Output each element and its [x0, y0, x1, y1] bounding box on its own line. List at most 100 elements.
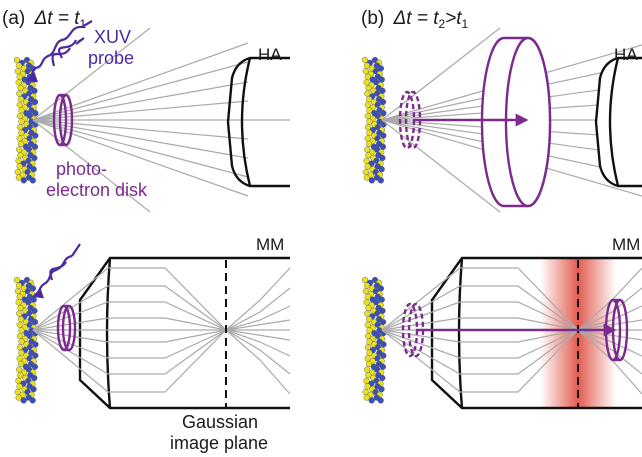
atom — [32, 352, 39, 359]
ray-fan-a-top — [32, 27, 290, 213]
atom — [16, 383, 23, 390]
atom — [364, 112, 372, 120]
probe-label: probe — [88, 48, 134, 68]
atom — [30, 386, 37, 393]
atom — [363, 79, 370, 86]
atom — [377, 285, 385, 292]
atom — [31, 307, 38, 314]
atom — [366, 338, 373, 345]
atom — [29, 397, 36, 404]
atom — [365, 372, 372, 379]
atom — [32, 341, 39, 348]
atom — [31, 154, 38, 162]
atom — [365, 152, 372, 159]
ha-lens-b — [594, 56, 642, 188]
atom — [365, 140, 373, 148]
atom — [32, 110, 39, 117]
atom — [380, 110, 387, 117]
atom — [379, 154, 386, 162]
atom — [379, 374, 386, 382]
atom — [366, 129, 373, 136]
atom — [16, 101, 23, 108]
atom — [18, 129, 25, 136]
atom — [16, 310, 23, 317]
mm-rays-a — [32, 267, 291, 395]
atom — [16, 321, 23, 328]
atom — [379, 87, 386, 94]
photo-label: photo- — [56, 159, 107, 179]
atom — [366, 118, 373, 125]
atom — [378, 296, 385, 303]
mm-label-b: MM — [612, 235, 640, 254]
electron-disk-label: electron disk — [46, 180, 148, 200]
atom — [365, 360, 373, 368]
atom — [13, 276, 21, 284]
atom — [31, 318, 39, 326]
atom — [362, 288, 369, 295]
atom — [364, 90, 371, 97]
atom — [31, 374, 38, 382]
atom — [363, 299, 370, 306]
atom — [379, 143, 387, 150]
atom — [377, 65, 385, 72]
atom — [32, 132, 39, 139]
gaussian-label: Gaussian — [182, 412, 258, 432]
atom — [379, 98, 387, 106]
atom — [31, 87, 38, 94]
atom — [15, 174, 22, 181]
atom — [364, 321, 371, 328]
atom — [366, 349, 373, 356]
atom — [16, 163, 23, 170]
panel-a-top: (a) Δt = t1 HA — [2, 8, 290, 213]
atom — [380, 352, 387, 359]
atom — [16, 112, 24, 120]
atom — [30, 166, 37, 173]
panel-a-label: (a) Δt = t1 — [2, 8, 86, 31]
sample-a-top — [13, 56, 39, 184]
panel-b-label: (b) Δt = t2>t1 — [361, 8, 469, 31]
atom — [20, 397, 27, 404]
xuv-label: XUV — [94, 27, 131, 47]
atom — [31, 143, 39, 150]
atom — [364, 163, 371, 170]
atom — [15, 394, 22, 401]
atom — [17, 372, 24, 379]
ha-label-b: HA — [614, 45, 638, 64]
atom — [377, 177, 384, 184]
photoelectron-disk-a-bottom — [56, 304, 77, 352]
xuv-pulse-icon-2 — [31, 243, 81, 299]
atom — [363, 394, 370, 401]
atom — [17, 140, 25, 148]
atom — [378, 166, 385, 173]
image-plane-label: image plane — [170, 433, 268, 453]
atom — [379, 363, 387, 370]
mm-label-a: MM — [256, 235, 284, 254]
sample-b-bottom — [361, 276, 387, 404]
atom — [368, 397, 375, 404]
atom — [16, 90, 23, 97]
sample-a-bottom — [13, 276, 39, 404]
mm-column-b — [430, 256, 642, 410]
atom — [377, 397, 384, 404]
atom — [14, 68, 21, 75]
photoelectron-disk-a — [52, 93, 74, 147]
xuv-pulse-icon — [25, 20, 93, 83]
atom — [364, 101, 371, 108]
atom — [31, 98, 39, 106]
atom — [378, 76, 385, 83]
atom — [15, 79, 22, 86]
atom — [29, 285, 37, 292]
atom — [18, 349, 25, 356]
ha-label-a: HA — [258, 45, 282, 64]
panel-b-bottom: MM — [361, 235, 642, 410]
ha-lens-a — [226, 56, 290, 188]
atom — [29, 177, 36, 184]
atom — [18, 338, 25, 345]
panel-a-bottom: MM Gaussian image plane — [13, 235, 291, 453]
atom — [361, 276, 369, 284]
atom — [30, 296, 37, 303]
atom — [361, 56, 369, 64]
atom — [14, 288, 21, 295]
atom — [20, 177, 27, 184]
